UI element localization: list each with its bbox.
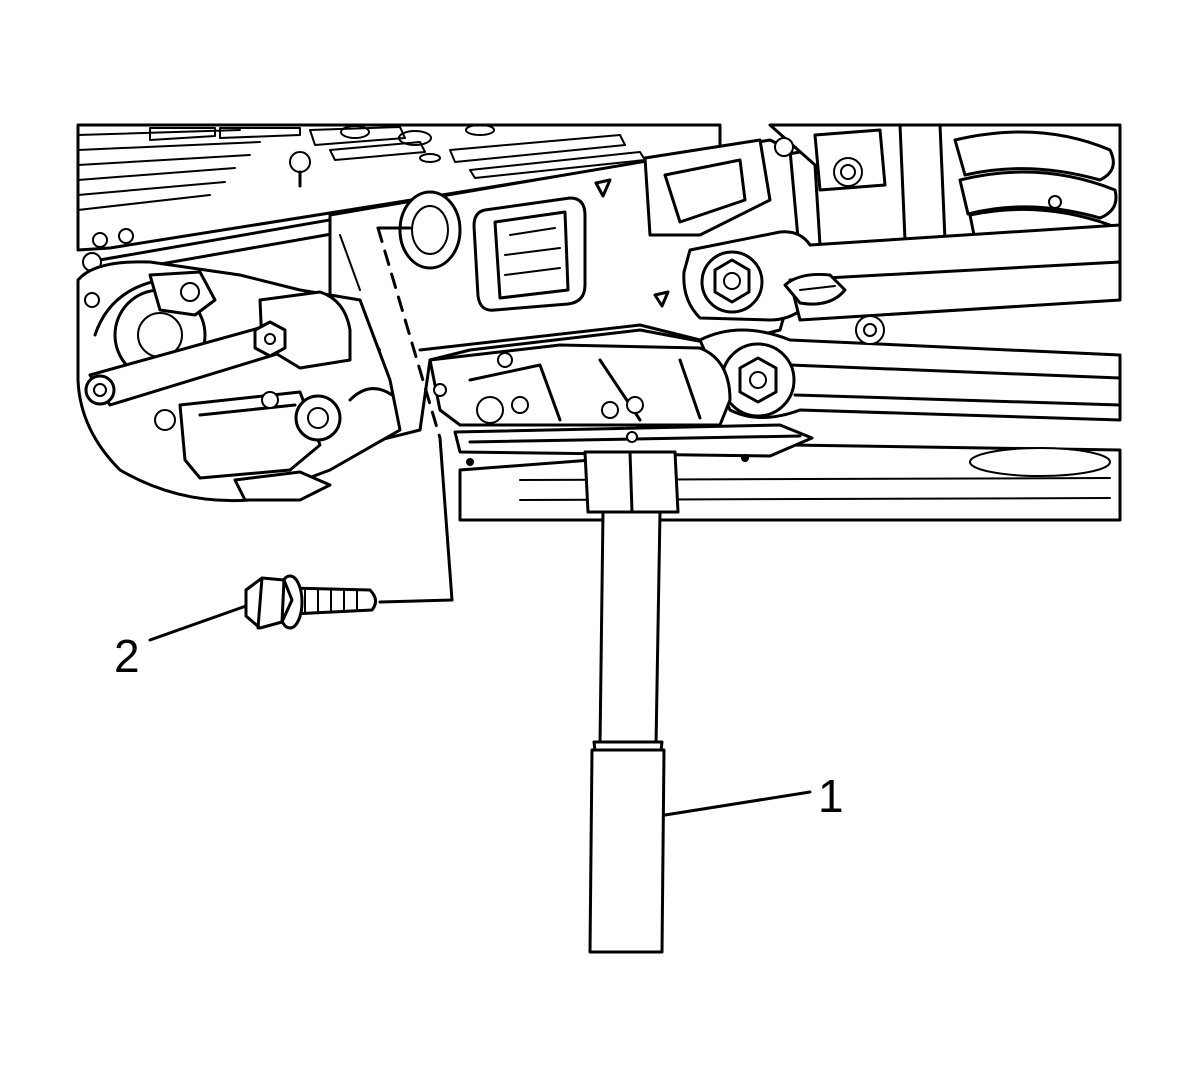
- bolt: [244, 574, 377, 630]
- leader-lines: [148, 226, 812, 817]
- right-lower-arm: [458, 315, 1122, 522]
- left-suspension: [76, 232, 402, 503]
- vehicle-underbody: [76, 123, 1122, 522]
- jack-stand: [453, 423, 814, 954]
- floor-pan: [76, 123, 722, 252]
- callout-2-label: 2: [114, 630, 140, 682]
- right-control-arm: [682, 223, 1122, 322]
- rear-subframe: [328, 138, 802, 442]
- rear-spring-area: [768, 123, 1122, 252]
- callout-1-label: 1: [818, 770, 844, 822]
- differential-housing: [428, 343, 732, 427]
